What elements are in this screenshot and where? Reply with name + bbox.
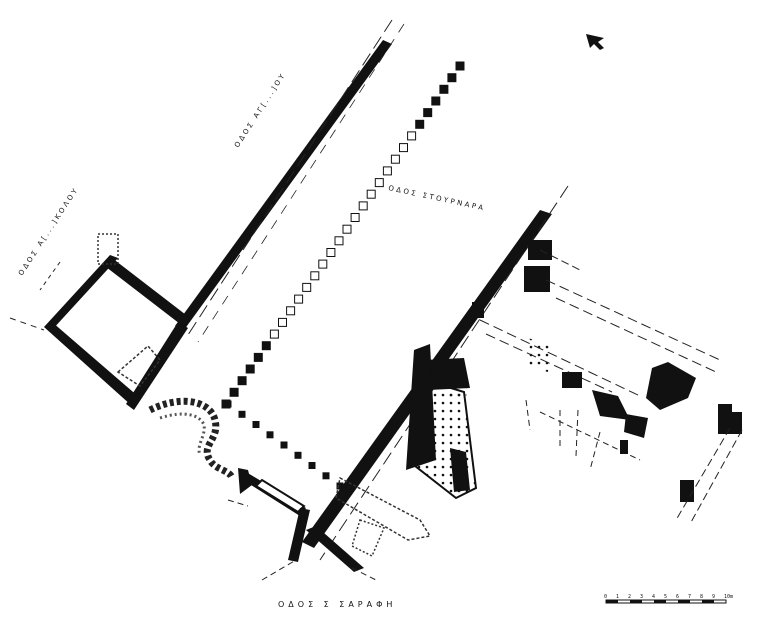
scale-tick-label: 5 (664, 594, 667, 600)
column-base (238, 410, 246, 418)
column-base (390, 154, 400, 164)
scale-tick-label: 3 (640, 594, 643, 600)
column-base (334, 236, 344, 246)
column-base (252, 421, 260, 428)
column-base (382, 166, 392, 176)
curved-foundation (148, 397, 236, 480)
column-base (358, 201, 368, 211)
scale-tick-label: 7 (688, 594, 691, 600)
central-walls (227, 185, 569, 581)
scale-tick-label: 4 (652, 594, 655, 600)
street-label-stournara: ΟΔΟΣ ΣΤΟΥΡΝΑΡΑ (388, 184, 487, 212)
column-base (415, 119, 425, 129)
street-label-sarafi: ΟΔΟΣ Σ ΣΑΡΑΦΗ (278, 600, 397, 609)
column-base (224, 400, 232, 408)
scale-tick-label: 9 (712, 594, 715, 600)
column-base (336, 482, 344, 490)
scale-tick-label: 8 (700, 594, 703, 600)
column-base (374, 178, 384, 188)
column-base (447, 73, 457, 83)
right-buildings (479, 240, 743, 525)
left-room (9, 233, 190, 410)
column-base (253, 352, 263, 362)
column-base (399, 143, 408, 153)
column-base (322, 472, 330, 480)
column-base (318, 259, 328, 269)
north-arrow-icon (586, 34, 604, 50)
column-base (266, 431, 274, 439)
central-building (406, 302, 552, 500)
column-base (407, 131, 417, 141)
column-base (342, 224, 352, 234)
scale-bar: 0 1 2 3 4 5 6 7 8 9 10m (604, 594, 733, 604)
column-base (431, 96, 441, 106)
scale-tick-label: 1 (616, 594, 619, 600)
column-base (269, 329, 279, 339)
column-base (439, 84, 449, 94)
column-base (294, 451, 302, 459)
street-label-left: ΟΔΟΣ Α[...]ΚΟΛΟΥ (17, 185, 80, 277)
column-base (350, 213, 360, 222)
column-base (286, 306, 296, 316)
column-base (308, 462, 316, 469)
scale-tick-label: 2 (628, 594, 631, 600)
column-base (261, 341, 271, 351)
scale-tick-label: 6 (676, 594, 679, 600)
stone-rubble (351, 519, 386, 558)
column-bases (221, 61, 465, 490)
column-base (302, 282, 312, 292)
column-base (294, 294, 304, 304)
column-base (229, 387, 239, 397)
column-base (366, 189, 376, 199)
stone-rubble (335, 476, 432, 541)
column-base (326, 248, 336, 257)
column-base (245, 364, 255, 374)
column-base (280, 441, 288, 449)
column-base (455, 61, 465, 71)
stone-rubble (97, 233, 119, 265)
column-base (278, 317, 287, 327)
column-base (423, 108, 433, 118)
column-base (237, 376, 247, 386)
street-label-upper: ΟΔΟΣ ΑΓ[...]ΟΥ (233, 71, 288, 149)
scale-tick-label: 0 (604, 594, 607, 600)
scale-tick-label: 10m (724, 594, 733, 600)
column-base (310, 271, 320, 281)
long-street-wall (175, 19, 405, 343)
stone-rubble (116, 344, 161, 388)
